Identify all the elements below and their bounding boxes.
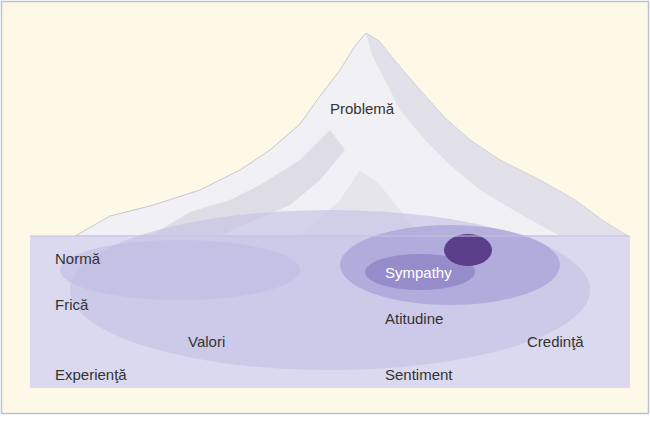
dark-ice	[444, 234, 492, 266]
iceberg-label: Credinţă	[527, 333, 584, 351]
iceberg-label: Sympathy	[385, 264, 452, 282]
underwater-ice	[340, 225, 560, 305]
underwater-ice	[60, 240, 300, 300]
iceberg-label: Sentiment	[385, 366, 453, 384]
frame	[2, 2, 649, 414]
iceberg-label: Valori	[188, 333, 225, 351]
iceberg-label: Atitudine	[385, 310, 443, 328]
iceberg-tip	[75, 33, 628, 236]
iceberg-shade	[366, 33, 628, 236]
waterline	[30, 236, 630, 237]
iceberg-label: Frică	[55, 296, 88, 314]
iceberg-label: Problemă	[330, 100, 394, 118]
iceberg-label: Experienţă	[55, 366, 127, 384]
iceberg-label: Normă	[55, 250, 100, 268]
